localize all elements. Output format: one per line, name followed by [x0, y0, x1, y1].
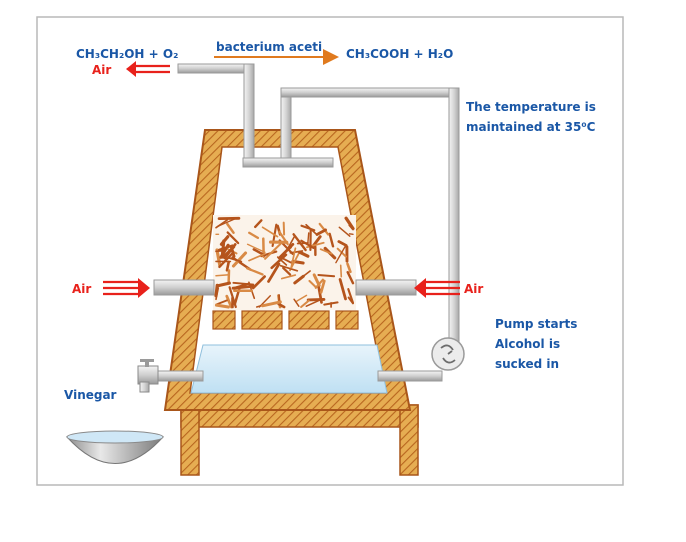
wood-shaving [318, 275, 334, 276]
wood-shaving [217, 305, 229, 307]
fan-pump-icon [432, 338, 464, 370]
sprinkler-bar [243, 158, 333, 167]
air-label-top: Air [92, 63, 111, 77]
vinegar-label: Vinegar [64, 388, 117, 402]
pump-note-line3: sucked in [495, 357, 559, 371]
wood-shavings [213, 215, 356, 310]
left-air-pipe [154, 280, 214, 295]
equation-reactants: CH₃CH₂OH + O₂ [76, 47, 178, 61]
air-label-left: Air [72, 282, 91, 296]
air-label-right: Air [464, 282, 483, 296]
liquid-reservoir [191, 345, 387, 393]
temperature-note-line1: The temperature is [466, 100, 596, 114]
equation-catalyst: bacterium aceti [216, 40, 322, 54]
wood-shaving [308, 233, 309, 244]
wood-shaving [341, 265, 342, 276]
wood-shaving [350, 234, 354, 235]
temperature-note-line2: maintained at 35⁰C [466, 120, 596, 134]
right-air-pipe [356, 280, 416, 295]
outlet-pipe [155, 371, 203, 381]
wood-shaving [227, 262, 229, 270]
pump-note-line1: Pump starts [495, 317, 577, 331]
pump-note-line2: Alcohol is [495, 337, 560, 351]
equation-products: CH₃COOH + H₂O [346, 47, 453, 61]
pump-intake-pipe [378, 371, 442, 381]
